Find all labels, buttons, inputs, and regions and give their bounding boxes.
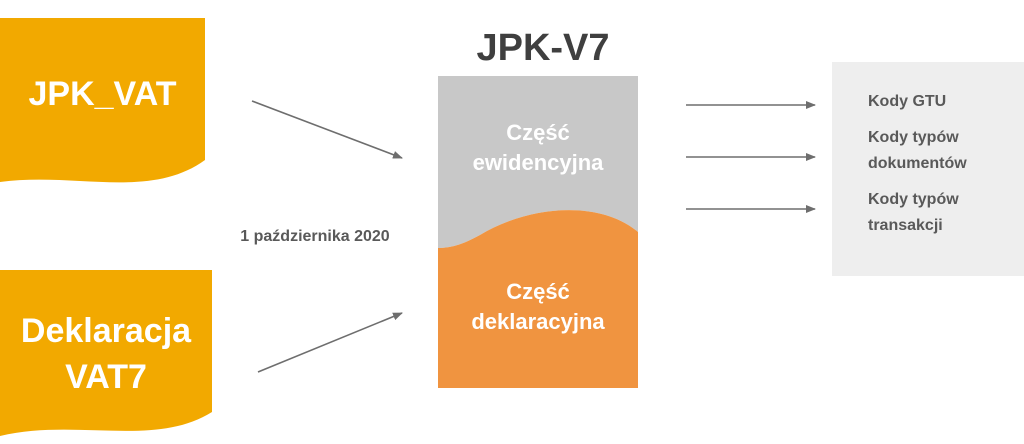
jpk-vat-label: JPK_VAT	[28, 75, 177, 113]
vat7-label-line1: Deklaracja	[20, 312, 192, 350]
vat7-document-shape	[0, 270, 212, 436]
code-item-line1: Kody typów	[868, 191, 959, 208]
code-item-document-types: Kody typów dokumentów	[868, 125, 967, 177]
declaration-part-line1: Część	[506, 279, 570, 304]
codes-panel	[832, 62, 1024, 276]
vat7-label-line2: VAT7	[65, 358, 147, 396]
jpk-vat-document-shape	[0, 18, 205, 183]
arrow-vat7-to-jpkv7	[257, 312, 403, 373]
declaration-part-shape	[438, 210, 638, 388]
code-item-line2: transakcji	[868, 217, 943, 234]
vat7-label: Deklaracja VAT7	[0, 308, 212, 400]
code-item-line1: Kody typów	[868, 129, 959, 146]
code-item-transaction-types: Kody typów transakcji	[868, 187, 959, 239]
evidence-part-label: Część ewidencyjna	[438, 118, 638, 178]
code-item-gtu: Kody GTU	[868, 89, 946, 115]
arrow-jpkvat-to-jpkv7	[251, 100, 403, 159]
effective-date-label: 1 października 2020	[240, 228, 390, 245]
declaration-part-line2: deklaracyjna	[471, 309, 605, 334]
evidence-part-line1: Część	[506, 120, 570, 145]
declaration-part-label: Część deklaracyjna	[438, 277, 638, 337]
evidence-part-shape	[438, 76, 638, 248]
code-item-line2: dokumentów	[868, 155, 967, 172]
evidence-part-line2: ewidencyjna	[472, 150, 604, 175]
code-item-line1: Kody GTU	[868, 93, 947, 110]
jpk-v7-title: JPK-V7	[476, 27, 610, 69]
